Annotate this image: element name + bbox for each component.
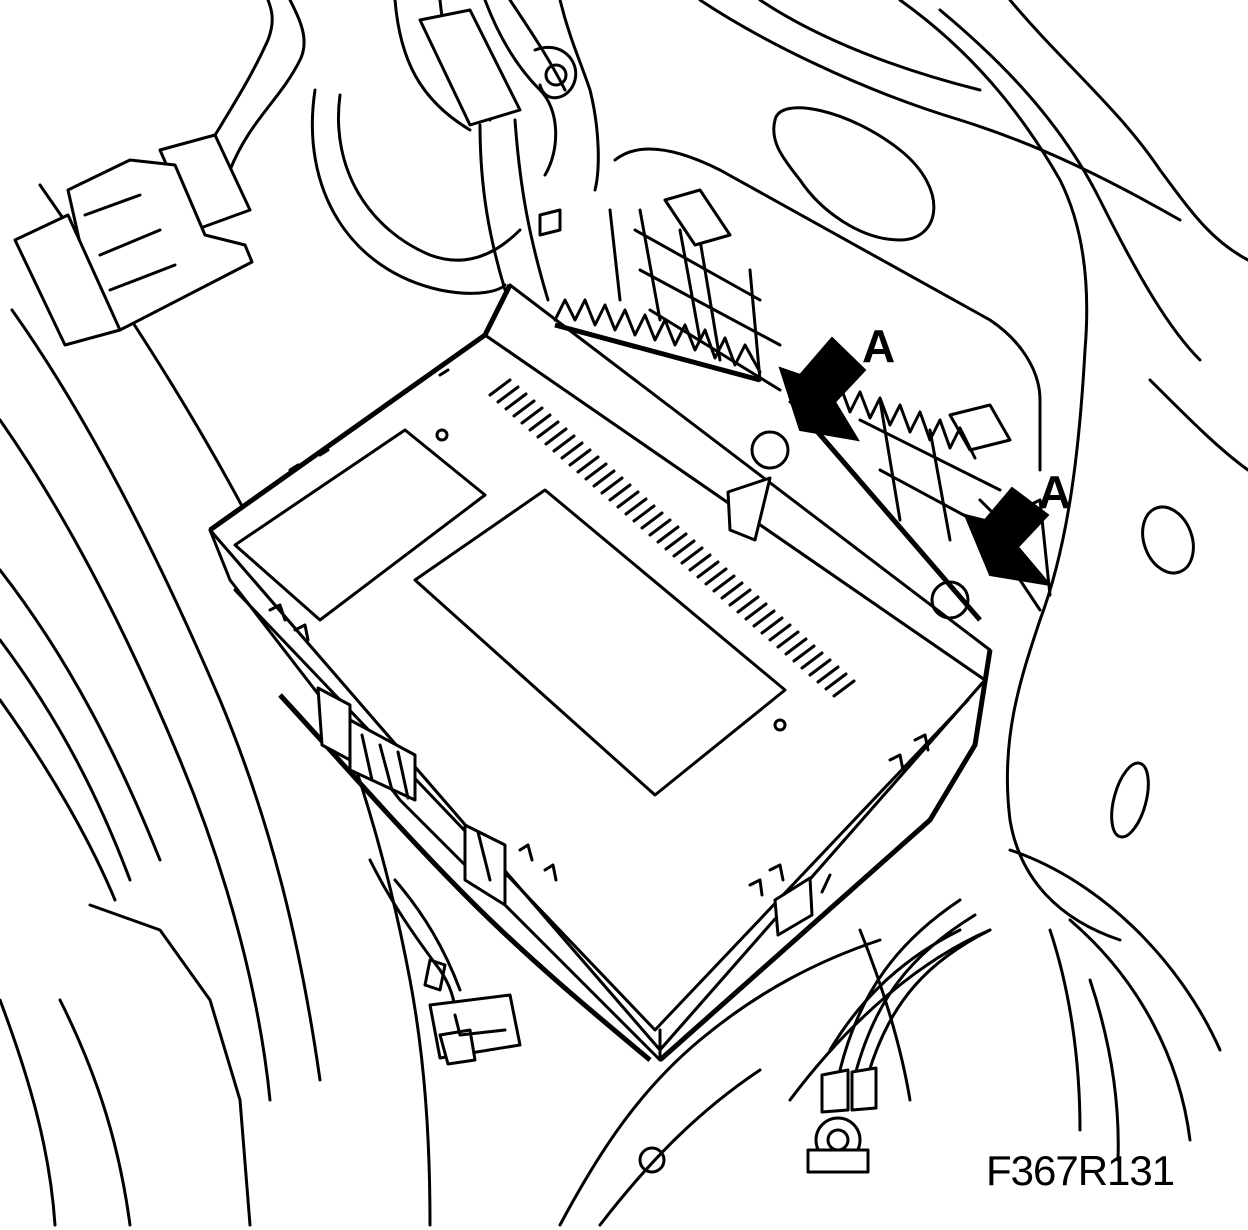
lower-connector [368, 858, 522, 1066]
floor-panel [558, 928, 1120, 1227]
connector-teeth [553, 298, 982, 622]
upper-cables [310, 0, 600, 302]
callout-label-lower: A [1038, 466, 1071, 518]
callout-arrow-lower [963, 486, 1053, 587]
vent-slots [488, 378, 856, 698]
electronic-module [208, 283, 993, 1062]
mounting-bracket [608, 147, 1052, 612]
side-ports [316, 686, 832, 937]
figure-code: F367R131 [986, 1147, 1175, 1194]
right-body-panel [698, 0, 1248, 1142]
callout-label-upper: A [862, 320, 895, 372]
mounting-tabs [268, 368, 930, 897]
ground-cable [806, 898, 992, 1174]
harness-connector-left [13, 0, 306, 347]
callout-arrow-upper [778, 336, 867, 442]
